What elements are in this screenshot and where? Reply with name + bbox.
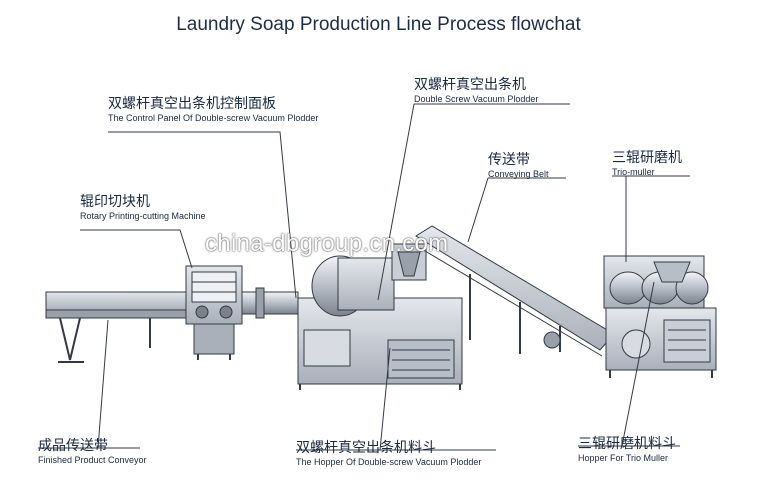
label-plodder: 双螺杆真空出条机 Double Screw Vacuum Plodder [414,77,538,105]
label-cutter-en: Rotary Printing-cutting Machine [80,211,206,221]
label-finished-en: Finished Product Conveyor [38,455,147,465]
label-finished: 成品传送带 Finished Product Conveyor [38,438,147,466]
label-muller-zh: 三辊研磨机 [612,150,682,166]
diagram-title: Laundry Soap Production Line Process flo… [176,14,581,35]
label-finished-zh: 成品传送带 [38,438,108,454]
label-muller-en: Trio-muller [612,167,655,177]
trio-muller [603,255,717,378]
label-hopper-muller: 三辊研磨机料斗 Hopper For Trio Muller [578,436,676,464]
conveying-belt [415,225,615,357]
label-belt-zh: 传送带 [488,152,530,168]
leader-lines [38,103,690,451]
label-control-panel-zh: 双螺杆真空出条机控制面板 [108,96,276,112]
rotary-cutter [185,265,243,360]
label-hopper-plodder-zh: 双螺杆真空出条机料斗 [296,440,436,456]
label-hopper-plodder-en: The Hopper Of Double-screw Vacuum Plodde… [296,457,482,467]
label-hopper-muller-zh: 三辊研磨机料斗 [578,436,676,452]
label-cutter-zh: 辊印切块机 [80,194,150,210]
label-plodder-en: Double Screw Vacuum Plodder [414,94,539,104]
label-belt: 传送带 Conveying Belt [488,152,549,180]
finished-product-conveyor [45,291,197,363]
label-cutter: 辊印切块机 Rotary Printing-cutting Machine [80,194,206,222]
label-hopper-muller-en: Hopper For Trio Muller [578,453,669,463]
label-control-panel-en: The Control Panel Of Double-screw Vacuum… [108,113,319,123]
watermark: china-dbgroup.cn.com [205,230,449,257]
extruder-nozzle [241,287,299,319]
vacuum-plodder [297,243,463,390]
label-belt-en: Conveying Belt [488,169,549,179]
label-hopper-plodder: 双螺杆真空出条机料斗 The Hopper Of Double-screw Va… [296,440,481,468]
label-control-panel: 双螺杆真空出条机控制面板 The Control Panel Of Double… [108,96,318,124]
label-plodder-zh: 双螺杆真空出条机 [414,77,526,93]
label-muller: 三辊研磨机 Trio-muller [612,150,682,178]
